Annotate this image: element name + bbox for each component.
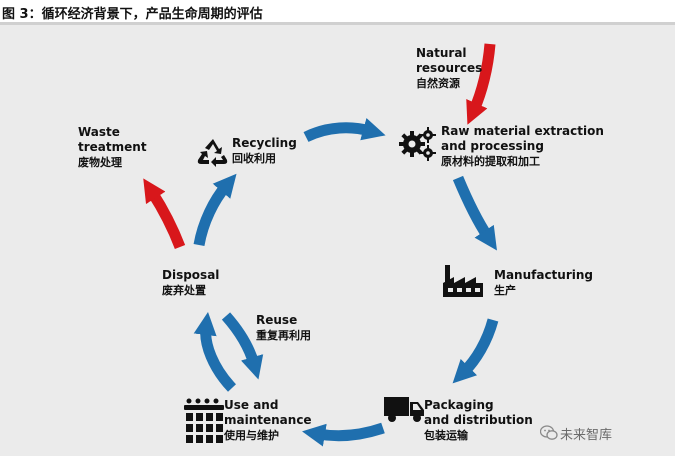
arrow-reuse <box>221 312 264 380</box>
arrow-packaging-to-use <box>302 422 385 447</box>
figure-title: 图 3：循环经济背景下，产品生命周期的评估 <box>2 7 263 22</box>
people-icon <box>184 398 224 443</box>
factory-icon <box>443 265 483 297</box>
gears-icon <box>399 127 436 161</box>
node-natural-resources: Natural resources 自然资源 <box>416 46 483 90</box>
arrow-natural-to-raw <box>466 43 496 125</box>
node-recycling: Recycling 回收利用 <box>232 136 297 165</box>
arrow-manufacturing-to-packaging <box>452 318 499 384</box>
truck-icon <box>384 397 424 422</box>
node-use-maintenance: Use and maintenance 使用与维护 <box>224 398 312 442</box>
arrow-disposal-to-recycling <box>193 173 237 247</box>
node-reuse: Reuse 重复再利用 <box>256 313 311 342</box>
diagram-panel <box>0 25 675 456</box>
figure-header: 图 3：循环经济背景下，产品生命周期的评估 <box>0 0 675 25</box>
node-raw-material: Raw material extraction and processing 原… <box>441 124 604 168</box>
arrow-use-to-disposal <box>193 311 237 392</box>
arrow-disposal-to-waste <box>143 178 186 249</box>
arrow-recycling-to-raw <box>303 118 386 142</box>
node-packaging: Packaging and distribution 包装运输 <box>424 398 533 442</box>
node-manufacturing: Manufacturing 生产 <box>494 268 593 297</box>
wechat-icon <box>540 425 558 440</box>
node-disposal: Disposal 废弃处置 <box>162 268 220 297</box>
header-divider <box>0 22 675 25</box>
node-waste-treatment: Waste treatment 废物处理 <box>78 125 147 169</box>
recycle-icon <box>197 139 228 167</box>
arrow-raw-to-manufacturing <box>452 175 497 251</box>
watermark-text: 未来智库 <box>560 428 613 443</box>
